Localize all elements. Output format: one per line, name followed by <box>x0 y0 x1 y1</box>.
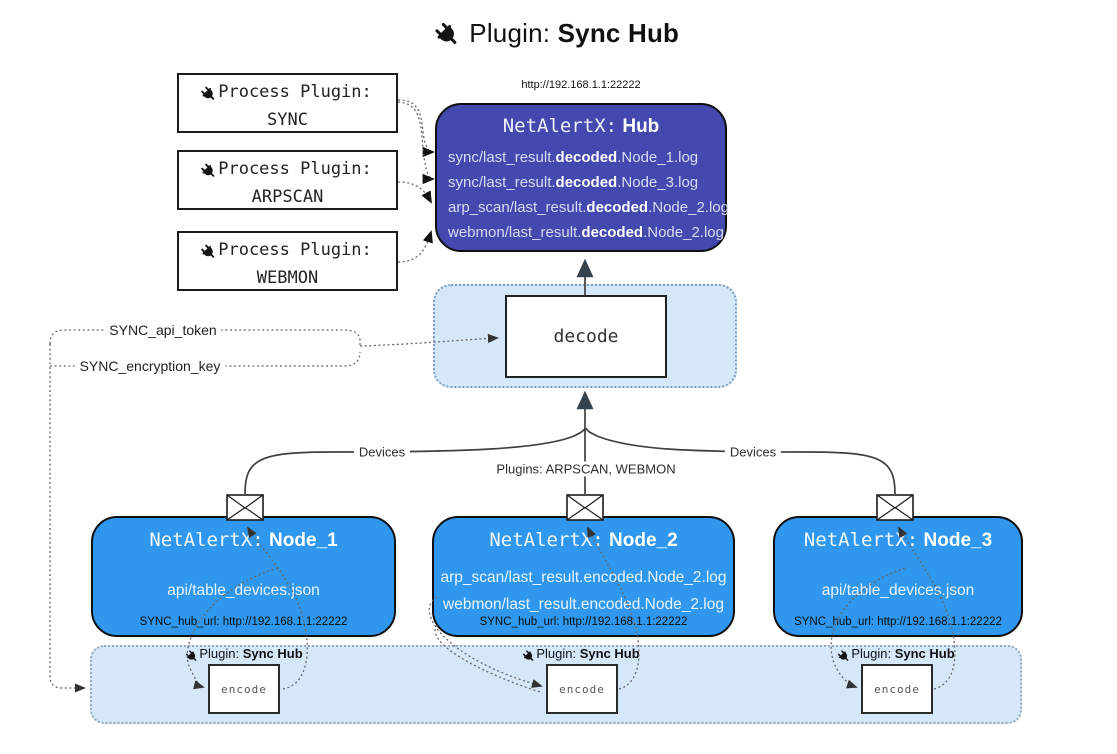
encode-box: encode <box>546 664 618 714</box>
title-name: Sync Hub <box>557 18 680 48</box>
process-plugin-label: Process Plugin: <box>218 159 372 179</box>
node-hub-url: SYNC_hub_url: http://192.168.1.1:22222 <box>479 616 688 628</box>
process-plugin-label: Process Plugin: <box>218 240 372 260</box>
hub-url: http://192.168.1.1:22222 <box>521 79 641 91</box>
encode-box: encode <box>861 664 933 714</box>
node-title: NetAlertX: Node_3 <box>803 529 993 551</box>
plug-icon <box>197 240 225 268</box>
hub-title-label: NetAlertX: <box>502 115 618 137</box>
title-label: Plugin: <box>469 18 551 48</box>
node-title: NetAlertX: Node_1 <box>149 529 338 551</box>
hub-log-lines: sync/last_result.decoded.Node_1.log sync… <box>437 145 729 245</box>
hub-log-line: sync/last_result.decoded.Node_3.log <box>448 174 699 191</box>
encoder-plugin-label: Plugin: Sync Hub <box>502 646 662 665</box>
decode-box: decode <box>505 295 667 378</box>
node-files: arp_scan/last_result.encoded.Node_2.log … <box>434 562 733 620</box>
encoder-plugin-label: Plugin: Sync Hub <box>817 646 977 665</box>
node-file: api/table_devices.json <box>821 582 975 599</box>
encode-box: encode <box>208 664 280 714</box>
hub-log-line: webmon/last_result.decoded.Node_2.log <box>448 224 724 241</box>
node-file: arp_scan/last_result.encoded.Node_2.log <box>440 568 727 586</box>
process-plugin-name: SYNC <box>267 110 308 130</box>
node-files: api/table_devices.json <box>775 562 1021 620</box>
node-hub-url: SYNC_hub_url: http://192.168.1.1:22222 <box>794 616 1002 628</box>
process-plugin-arpscan: Process Plugin: ARPSCAN <box>177 150 398 210</box>
plug-icon <box>197 159 225 187</box>
netalertx-node-2: NetAlertX: Node_2 arp_scan/last_result.e… <box>432 516 735 637</box>
plug-icon <box>197 82 225 110</box>
page-title: Plugin: Sync Hub <box>0 18 1117 53</box>
encoder-plugin-label: Plugin: Sync Hub <box>165 646 325 665</box>
process-plugin-webmon: Process Plugin: WEBMON <box>177 231 398 291</box>
node-files: api/table_devices.json <box>93 562 394 620</box>
process-plugin-name: ARPSCAN <box>251 187 324 207</box>
node-file: webmon/last_result.encoded.Node_2.log <box>443 595 724 613</box>
process-plugin-name: WEBMON <box>256 268 319 288</box>
node-title: NetAlertX: Node_2 <box>489 529 678 551</box>
netalertx-node-3: NetAlertX: Node_3 api/table_devices.json… <box>773 516 1023 637</box>
hub-title: NetAlertX: Hub <box>437 115 725 138</box>
hub-log-line: sync/last_result.decoded.Node_1.log <box>448 149 699 166</box>
node-hub-url: SYNC_hub_url: http://192.168.1.1:22222 <box>139 616 348 628</box>
plug-icon <box>430 18 469 57</box>
netalertx-hub: NetAlertX: Hub sync/last_result.decoded.… <box>435 103 729 252</box>
node-file: api/table_devices.json <box>167 582 320 599</box>
hub-log-line: arp_scan/last_result.decoded.Node_2.log <box>448 199 729 216</box>
netalertx-node-1: NetAlertX: Node_1 api/table_devices.json… <box>91 516 396 637</box>
process-plugin-label: Process Plugin: <box>218 82 372 102</box>
process-plugin-sync: Process Plugin: SYNC <box>177 73 398 133</box>
hub-title-name: Hub <box>622 116 660 137</box>
